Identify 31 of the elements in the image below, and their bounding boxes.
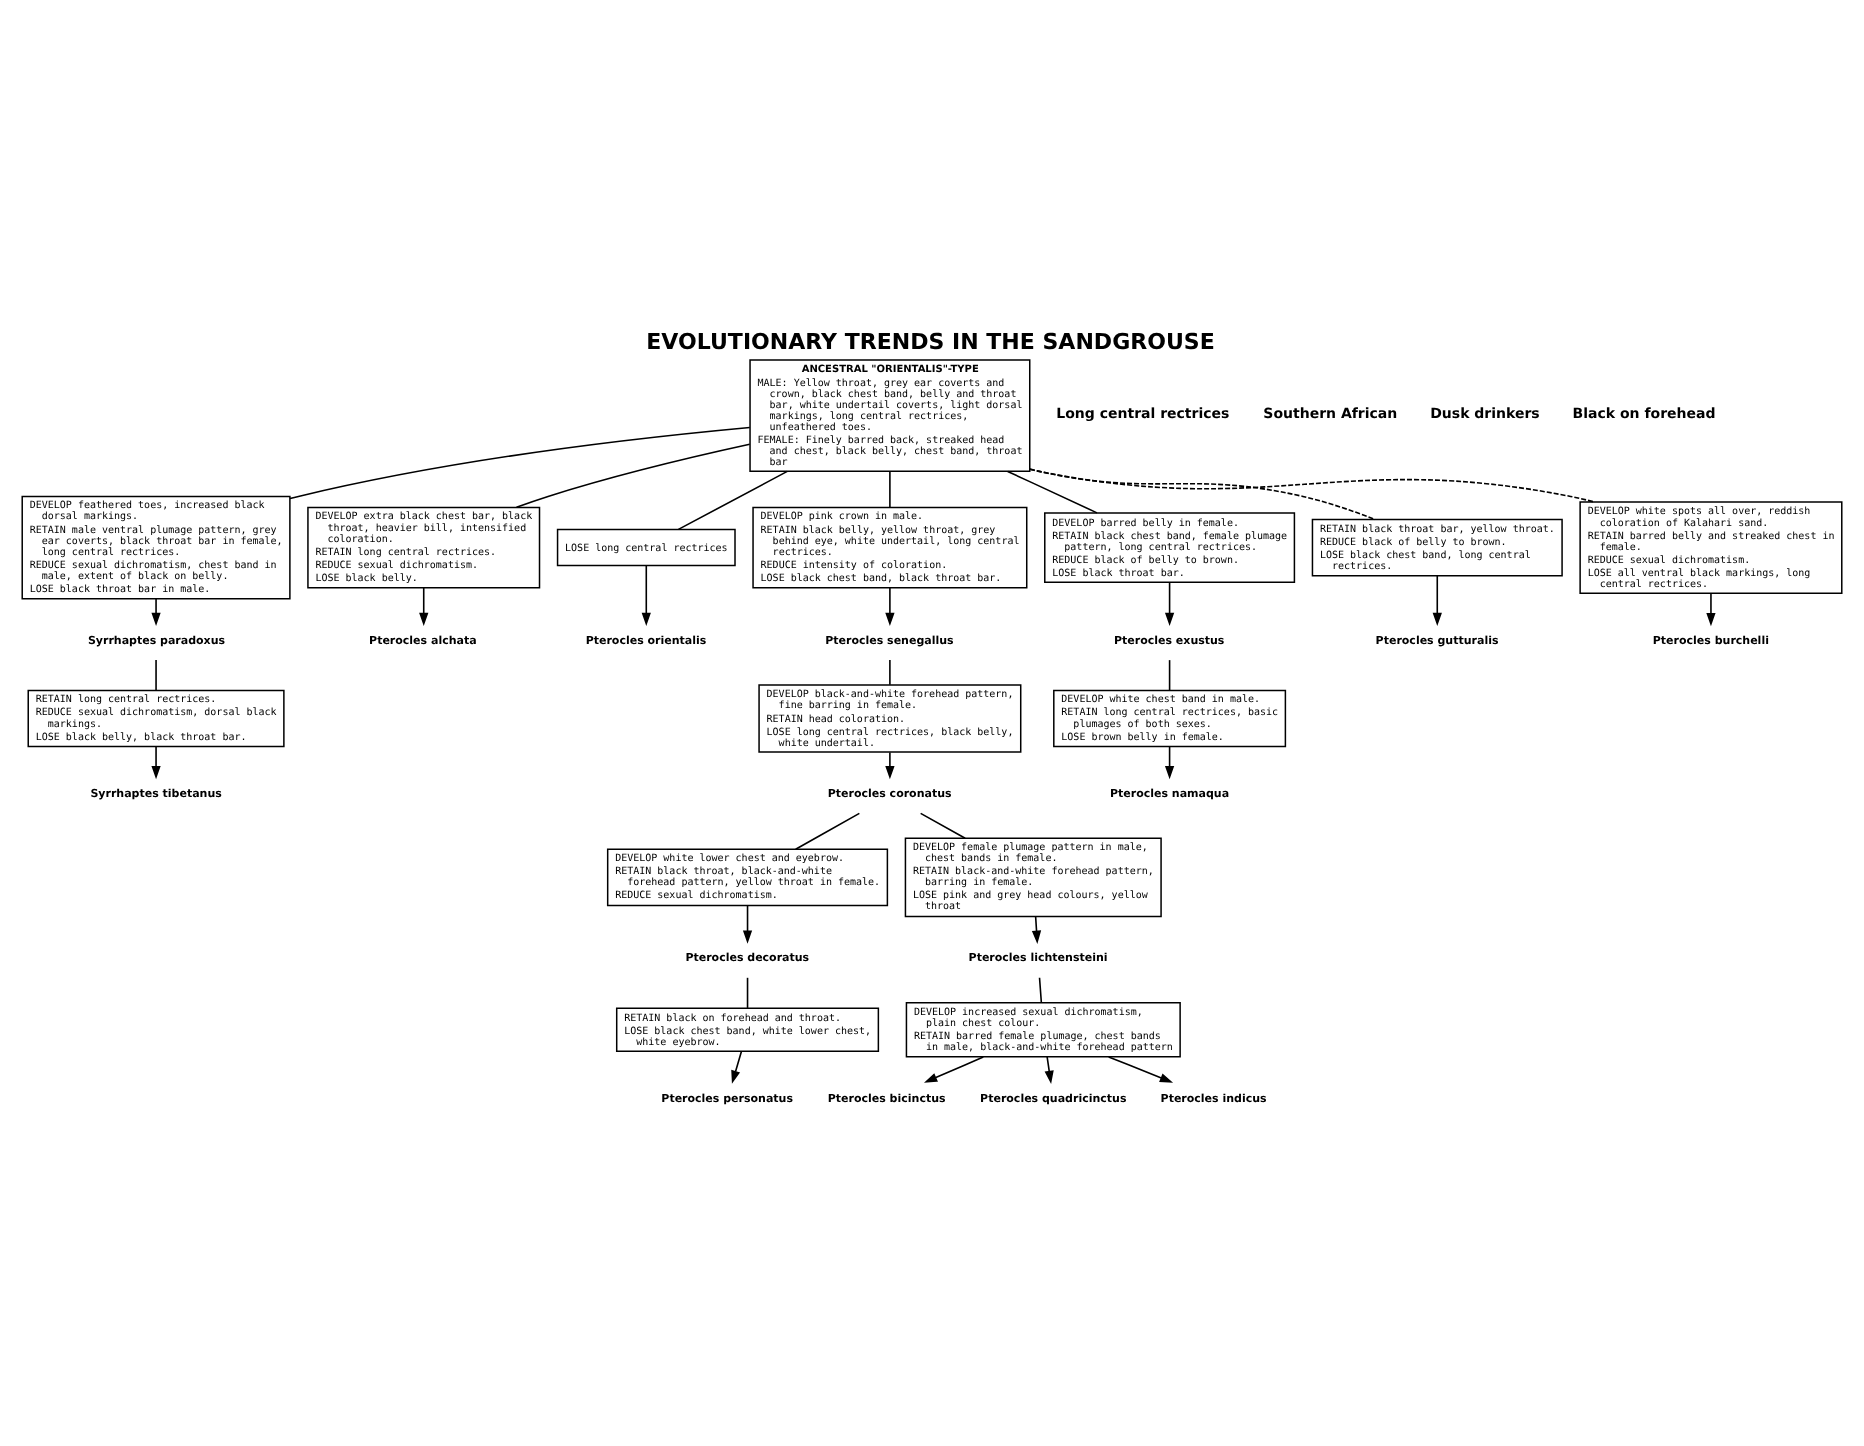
connector: [1029, 468, 1595, 503]
arrow: [731, 1050, 743, 1084]
arrow: [1432, 574, 1442, 627]
arrow: [151, 597, 161, 627]
connector: [1029, 468, 1376, 521]
connector: [919, 812, 966, 840]
connector: [289, 426, 751, 500]
arrow: [419, 586, 429, 627]
connector: [889, 659, 891, 686]
arrow: [742, 904, 753, 944]
connector: [746, 977, 749, 1009]
arrow: [641, 565, 651, 626]
connector: [1006, 470, 1098, 514]
arrow: [1044, 1056, 1054, 1084]
diagram-title: EVOLUTIONARY TRENDS IN THE SANDGROUSE: [646, 328, 1215, 355]
arrow: [151, 746, 161, 780]
arrow: [1706, 592, 1716, 627]
connector: [1038, 977, 1043, 1004]
arrow: [924, 1056, 985, 1083]
arrow: [1164, 746, 1175, 780]
connector: [677, 470, 789, 531]
arrow: [1164, 581, 1175, 626]
connector: [155, 659, 157, 692]
connector: [889, 470, 891, 509]
arrow: [1031, 915, 1042, 944]
arrow: [885, 751, 895, 780]
connector: [515, 443, 751, 509]
arrow: [885, 586, 895, 627]
arrow: [1107, 1056, 1174, 1083]
connector: [794, 812, 861, 851]
connector: [1168, 659, 1171, 692]
